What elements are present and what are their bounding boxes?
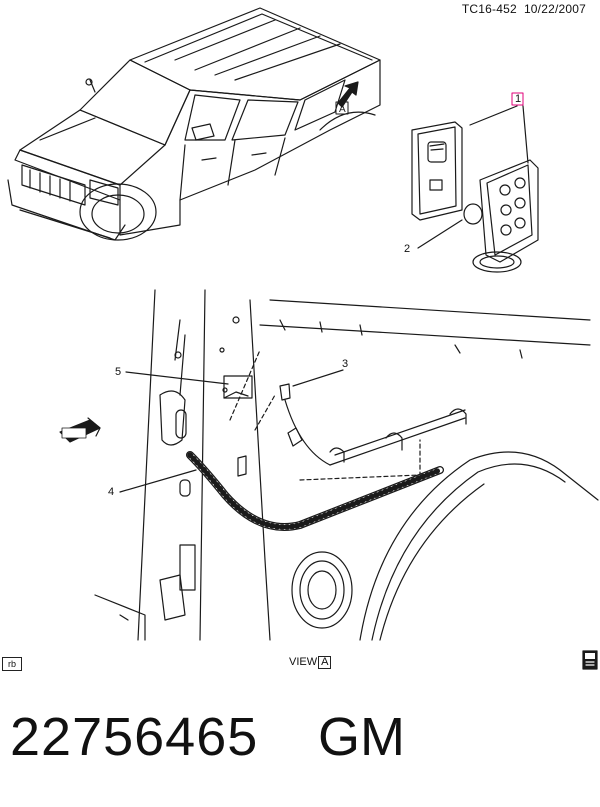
interior-detail (94, 289, 599, 641)
callout-1: 1 (515, 93, 521, 105)
view-a-arrow: A (335, 81, 359, 115)
view-letter: A (318, 656, 332, 669)
brand-name: GM (318, 707, 405, 767)
callout-3-label: 3 (342, 358, 349, 370)
callout-2: 2 (404, 243, 410, 255)
callout-5: 5 (115, 366, 121, 378)
callout-5-label: 5 (115, 366, 122, 378)
callout-4-label: 4 (108, 486, 115, 498)
callout-1-label: 1 (515, 93, 522, 105)
view-prefix: VIEW (289, 656, 318, 668)
callout-3: 3 (342, 358, 348, 370)
drawing-code: TC16-452 10/22/2007 (462, 2, 586, 16)
view-flag-letter: A (339, 104, 346, 115)
callout-2-label: 2 (404, 243, 411, 255)
drawing-date: 10/22/2007 (523, 2, 586, 16)
fwd-direction-icon (59, 417, 101, 443)
vehicle-system-icon (582, 650, 598, 670)
corner-tag: rb (2, 657, 22, 671)
callout-box (511, 92, 524, 106)
suv-illustration (7, 7, 381, 241)
keyfob-group (411, 105, 539, 273)
part-number: 22756465 (10, 707, 259, 767)
drawing-id: TC16-452 (461, 2, 517, 16)
callout-4: 4 (108, 486, 114, 498)
